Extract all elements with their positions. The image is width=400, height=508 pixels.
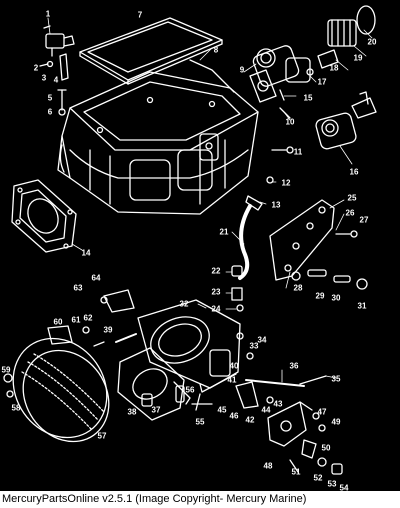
callout-57: 57 [97,431,107,441]
callout-16: 16 [349,167,359,177]
callout-45: 45 [217,405,227,415]
callout-61: 61 [71,315,81,325]
exploded-view-drawing [3,5,377,475]
callout-38: 38 [127,407,137,417]
callout-14: 14 [81,248,91,258]
inlet-flange-part-14 [11,179,77,253]
callout-52: 52 [313,473,323,483]
callout-17: 17 [317,77,327,87]
callout-54: 54 [339,483,349,493]
callout-39: 39 [103,325,113,335]
callout-53: 53 [327,479,337,489]
fittings-parts-10-13 [238,146,294,280]
callout-3: 3 [41,73,47,83]
callout-43: 43 [273,399,283,409]
callout-56: 56 [185,385,195,395]
callout-29: 29 [315,291,325,301]
callout-18: 18 [329,63,339,73]
callout-19: 19 [353,53,363,63]
callout-28: 28 [293,283,303,293]
fittings-parts-22-24 [231,265,244,312]
callout-47: 47 [317,407,327,417]
callout-50: 50 [321,443,331,453]
bracket-parts-25-31 [269,199,368,290]
callout-42: 42 [245,415,255,425]
callout-6: 6 [47,107,53,117]
callout-55: 55 [195,417,205,427]
callout-36: 36 [289,361,299,371]
callout-32: 32 [179,299,189,309]
callout-21: 21 [219,227,229,237]
linkage-parts-35-56 [141,375,343,475]
callout-44: 44 [261,405,271,415]
sensor-parts-1-6 [39,25,75,116]
callout-20: 20 [367,37,377,47]
copyright-footer: MercuryPartsOnline v2.5.1 (Image Copyrig… [0,491,400,508]
callout-63: 63 [73,283,83,293]
callout-41: 41 [227,375,237,385]
callout-26: 26 [345,208,355,218]
intake-manifold-part-8 [57,59,259,215]
valve-assemblies-parts-9-19 [249,5,377,150]
callout-11: 11 [293,147,303,157]
callout-30: 30 [331,293,341,303]
callout-8: 8 [213,45,219,55]
callout-2: 2 [33,63,39,73]
callout-4: 4 [53,75,59,85]
callout-7: 7 [137,10,143,20]
callout-51: 51 [291,467,301,477]
gasket-part-38 [117,347,185,421]
callout-24: 24 [211,304,221,314]
callout-27: 27 [359,215,369,225]
callout-23: 23 [211,287,221,297]
callout-10: 10 [285,117,295,127]
callout-33: 33 [249,341,259,351]
callout-15: 15 [303,93,313,103]
callout-37: 37 [151,405,161,415]
cover-plate-part-7 [79,17,223,85]
callout-9: 9 [239,65,245,75]
hardware-parts-58-64 [3,289,137,398]
callout-22: 22 [211,266,221,276]
callout-25: 25 [347,193,357,203]
air-filter-part-57 [12,337,110,443]
callout-12: 12 [281,178,291,188]
callout-58: 58 [11,403,21,413]
callout-40: 40 [229,361,239,371]
callout-34: 34 [257,335,267,345]
callout-59: 59 [1,365,11,375]
callout-31: 31 [357,301,367,311]
callout-35: 35 [331,374,341,384]
callout-1: 1 [45,9,51,19]
callout-13: 13 [271,200,281,210]
callout-46: 46 [229,411,239,421]
callout-48: 48 [263,461,273,471]
callout-5: 5 [47,93,53,103]
leader-lines [47,17,373,383]
callout-60: 60 [53,317,63,327]
callout-49: 49 [331,417,341,427]
callout-62: 62 [83,313,93,323]
callout-64: 64 [91,273,101,283]
